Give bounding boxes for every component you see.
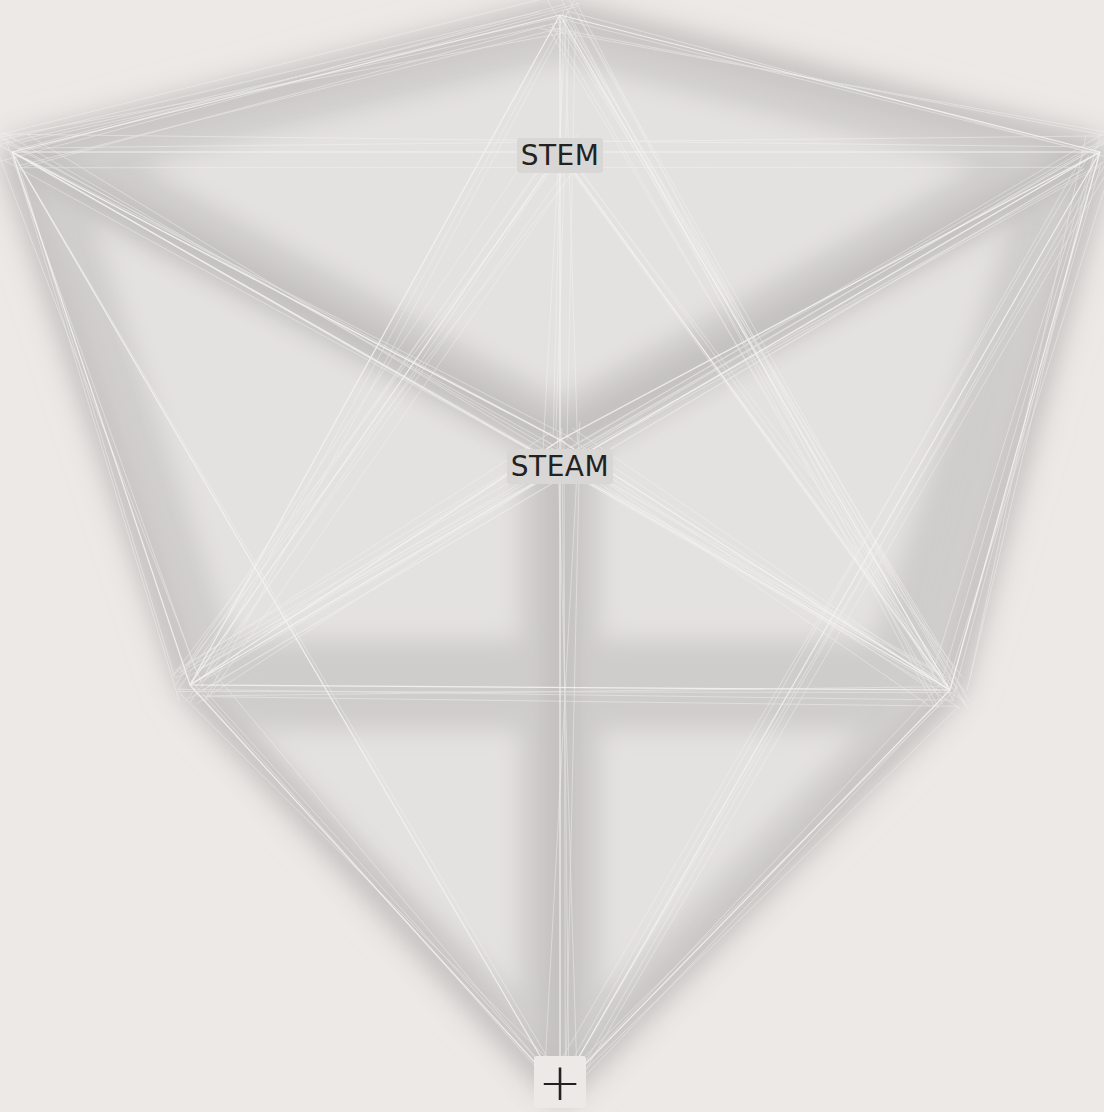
wireframe-line	[190, 15, 560, 685]
scratch-line	[563, 168, 1104, 1109]
wireframe-line	[190, 440, 560, 685]
scratch-line	[544, 421, 580, 1082]
scratch-line	[557, 432, 577, 1092]
scratch-line	[175, 158, 548, 685]
scratch-line	[23, 170, 559, 1078]
scratch-line	[573, 428, 953, 688]
scratch-line	[0, 143, 566, 442]
scratch-line	[551, 23, 943, 704]
scratch-line	[180, 693, 571, 1082]
scratch-line	[553, 9, 563, 436]
scratch-line	[564, 443, 565, 1093]
scratch-line	[540, 28, 1104, 133]
plus-symbol: +	[534, 1056, 586, 1108]
scratch-line	[0, 7, 576, 162]
scratch-line	[191, 137, 573, 702]
scratch-line	[578, 17, 953, 701]
scratch-line	[3, 132, 940, 673]
scratch-line	[173, 134, 578, 675]
scratch-line	[556, 20, 969, 701]
scratch-line	[944, 154, 1104, 695]
scratch-line	[967, 159, 1094, 691]
wireframe-line	[559, 15, 560, 440]
scratch-line	[0, 137, 553, 446]
scratch-line	[951, 162, 1102, 685]
wireframe-line	[190, 685, 950, 690]
scratch-line	[576, 678, 946, 1072]
steam-label: STEAM	[507, 449, 613, 484]
scratch-line	[22, 25, 547, 142]
cube-shadow	[12, 15, 1100, 1090]
scratch-line	[560, 0, 934, 707]
wireframe-lines	[12, 15, 1100, 1090]
scratch-line	[18, 3, 580, 149]
scratch-line	[576, 141, 1104, 453]
cube-edge-shading	[12, 15, 1100, 1090]
scratch-line	[181, 170, 575, 673]
scratch-line	[565, 28, 939, 685]
scratch-line	[6, 140, 196, 670]
scratch-line	[210, 668, 557, 1083]
scratch-line	[179, 667, 542, 1074]
scratch-line	[943, 165, 1093, 676]
scratch-line	[203, 136, 1104, 668]
scratch-line	[558, 151, 969, 709]
scratch-line	[570, 684, 960, 1071]
stem-label: STEM	[517, 138, 604, 173]
scratch-line	[933, 137, 1100, 673]
scratch-line	[569, 21, 1097, 154]
scratch-line	[561, 13, 964, 693]
scratch-line	[13, 157, 179, 702]
scratch-line	[556, 708, 958, 1099]
scratch-line	[566, 436, 944, 686]
scratch-line	[558, 142, 1104, 460]
scratch-line	[187, 163, 571, 700]
scratch-line	[21, 19, 571, 168]
scratch-line	[205, 24, 565, 699]
scratch-line	[543, 12, 566, 451]
scratch-line	[550, 165, 1104, 1107]
scratch-line	[0, 12, 540, 142]
wireframe-line	[560, 152, 950, 690]
scratch-line	[564, 150, 1086, 1075]
scratch-line	[205, 690, 566, 1090]
scratch-line	[26, 158, 573, 438]
scratch-line	[550, 30, 940, 685]
scratch-line	[206, 0, 577, 673]
scratch-line	[570, 700, 943, 1092]
scratch-line	[549, 27, 1104, 138]
scratch-line	[568, 11, 1104, 158]
wireframe-line	[560, 690, 950, 1090]
scratch-line	[568, 156, 962, 677]
scratch-line	[565, 17, 578, 443]
scratch-line	[205, 697, 959, 707]
scratch-line	[569, 19, 934, 672]
scratch-line	[5, 148, 967, 702]
scratch-line	[186, 137, 540, 666]
scratch-line	[179, 134, 1104, 673]
scratch-line	[205, 168, 575, 702]
scratch-line	[0, 0, 545, 135]
scratch-line	[573, 453, 961, 709]
scratch-line	[175, 432, 551, 673]
scratch-line	[569, 164, 1099, 1090]
